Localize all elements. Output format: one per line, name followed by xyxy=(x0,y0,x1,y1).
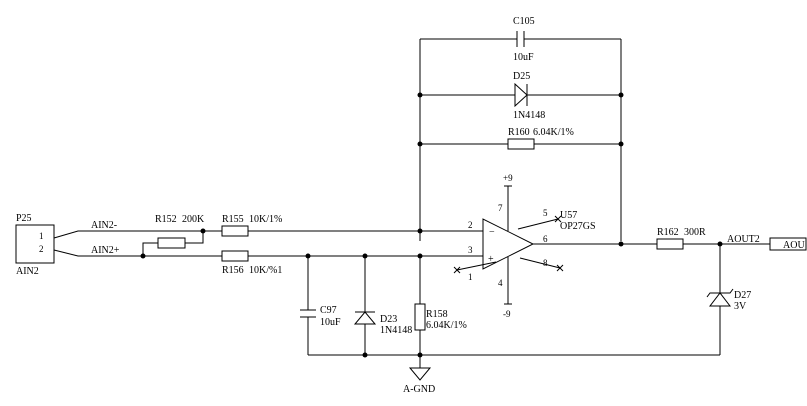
connector-pin2: 2 xyxy=(39,244,44,254)
net-label-ain-minus: AIN2- xyxy=(91,220,117,231)
supply-pos: +9 xyxy=(503,173,513,183)
r158-value: 6.04K/1% xyxy=(426,320,467,331)
port-aou xyxy=(769,237,807,251)
r156-ref: R156 xyxy=(222,265,244,276)
r160-ref: R160 xyxy=(508,127,530,138)
d27-value: 3V xyxy=(734,301,747,312)
r160-value: 6.04K/1% xyxy=(533,127,574,138)
resistor-r160 xyxy=(507,138,535,150)
opamp-pin4: 4 xyxy=(498,278,503,288)
junction xyxy=(140,253,146,259)
r152-value: 200K xyxy=(182,214,205,225)
supply-neg: -9 xyxy=(503,309,511,319)
zener-d27 xyxy=(708,292,732,307)
r156-value: 10K/%1 xyxy=(249,265,282,276)
junction xyxy=(618,92,624,98)
resistor-r152 xyxy=(157,237,186,249)
r155-value: 10K/1% xyxy=(249,214,282,225)
r152-ref: R152 xyxy=(155,214,177,225)
connector-p25-body xyxy=(15,224,55,264)
net-label-aout2: AOUT2 xyxy=(727,234,760,245)
wire-pin1 xyxy=(456,261,497,271)
wire-r152-left xyxy=(142,242,158,256)
d27-ref: D27 xyxy=(734,290,751,301)
opamp-pin5: 5 xyxy=(543,208,548,218)
c97-ref: C97 xyxy=(320,305,337,316)
connector-pin1: 1 xyxy=(39,231,44,241)
junction xyxy=(618,241,624,247)
r155-ref: R155 xyxy=(222,214,244,225)
opamp-u57 xyxy=(482,218,535,270)
junction xyxy=(362,352,368,358)
wire-r152-right xyxy=(185,231,204,244)
c97-value: 10uF xyxy=(320,317,341,328)
d23-ref: D23 xyxy=(380,314,397,325)
noconnect-pin8 xyxy=(556,264,564,272)
ground-symbol-icon xyxy=(408,367,432,381)
connector-ref: P25 xyxy=(16,213,32,224)
port-aou-label: AOU xyxy=(783,240,805,251)
resistor-r158 xyxy=(414,303,426,331)
wire-pin8 xyxy=(519,257,561,269)
opamp-pin1: 1 xyxy=(468,272,473,282)
opamp-pin3: 3 xyxy=(468,245,473,255)
resistor-r156 xyxy=(221,250,249,262)
junction xyxy=(618,141,624,147)
c105-value: 10uF xyxy=(513,52,534,63)
r162-value: 300R xyxy=(684,227,706,238)
connector-name: AIN2 xyxy=(16,266,39,277)
opamp-pin8: 8 xyxy=(543,258,548,268)
diode-d23 xyxy=(353,311,377,325)
opamp-minus-sign: − xyxy=(489,227,495,238)
resistor-r155 xyxy=(221,225,249,237)
c105-ref: C105 xyxy=(513,16,535,27)
junction xyxy=(200,228,206,234)
noconnect-pin5 xyxy=(554,215,562,223)
wire-ain-minus xyxy=(53,230,420,239)
resistor-r162 xyxy=(656,238,684,250)
zener-d27-cathode xyxy=(706,288,734,298)
opamp-ref: U57 xyxy=(560,210,577,221)
wire-pin5 xyxy=(517,218,559,230)
net-label-ain-plus: AIN2+ xyxy=(91,245,120,256)
noconnect-pin1 xyxy=(453,266,461,274)
r162-ref: R162 xyxy=(657,227,679,238)
opamp-plus-sign: + xyxy=(488,254,494,265)
net-label-agnd: A-GND xyxy=(403,384,435,395)
opamp-pin6: 6 xyxy=(543,234,548,244)
d25-value: 1N4148 xyxy=(513,110,545,121)
opamp-pin7: 7 xyxy=(498,203,503,213)
junction xyxy=(417,352,423,358)
diode-d25 xyxy=(514,82,528,108)
junction xyxy=(417,92,423,98)
junction xyxy=(417,141,423,147)
opamp-pin2: 2 xyxy=(468,220,473,230)
opamp-part: OP27GS xyxy=(560,221,596,232)
r158-ref: R158 xyxy=(426,309,448,320)
d25-ref: D25 xyxy=(513,71,530,82)
d23-value: 1N4148 xyxy=(380,325,412,336)
